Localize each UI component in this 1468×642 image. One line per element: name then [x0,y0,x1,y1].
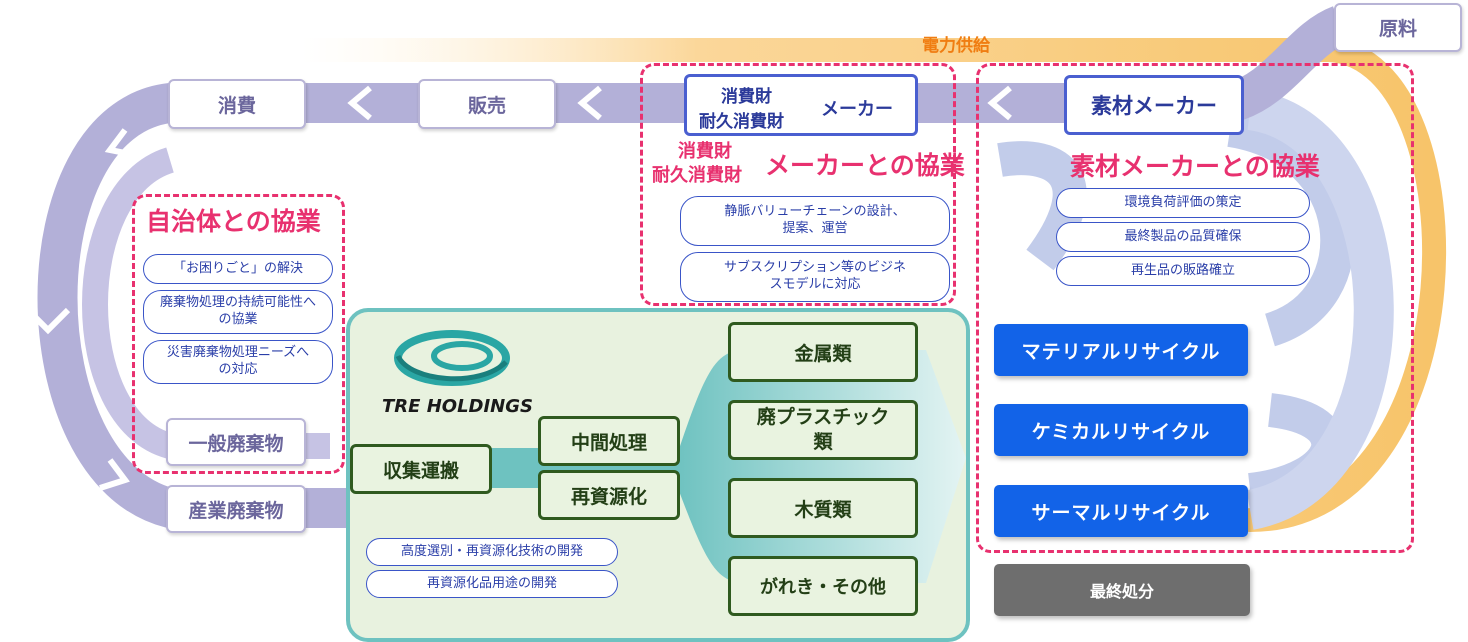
material-collab-item: 環境負荷評価の策定 [1056,188,1310,218]
consumption-label: 消費 [217,94,256,117]
municipal-collab-frame [132,194,345,474]
general-waste-box: 一般廃棄物 [166,418,306,466]
inner-loop [82,147,330,459]
thermal-recycling-label: サーマルリサイクル [1031,501,1211,524]
tre-dev-item: 高度選別・再資源化技術の開発 [366,538,618,566]
consumer-collab-title-line2: 耐久消費財 [652,165,742,186]
final-disposal-label: 最終処分 [1089,582,1154,601]
consumer-maker-line1: 消費財 [721,87,772,107]
municipal-item: 「お困りごと」の解決 [143,254,333,284]
collection-transport-label: 収集運搬 [382,459,459,482]
material-metal-box: 金属類 [728,322,918,382]
flow-chevrons [25,85,1012,491]
material-collab-item: 最終製品の品質確保 [1056,222,1310,252]
thermal-recycling-box: サーマルリサイクル [994,485,1248,537]
collection-transport-box: 収集運搬 [350,444,492,494]
power-supply-band [288,38,1447,532]
material-recycling-box: マテリアルリサイクル [994,324,1248,376]
general-waste-label: 一般廃棄物 [188,432,284,455]
recycling-label: 再資源化 [570,485,647,508]
material-maker-box: 素材メーカー [1064,75,1244,135]
industrial-waste-box: 産業廃棄物 [166,485,306,533]
material-wood-box: 木質類 [728,478,918,538]
material-plastic-box: 廃プラスチック類 [728,400,918,460]
material-recycling-label: マテリアルリサイクル [1021,340,1221,363]
intermediate-treatment-label: 中間処理 [570,431,647,454]
material-collab-title: 素材メーカーとの協業 [1070,152,1320,181]
material-metal-label: 金属類 [794,342,852,365]
chemical-recycling-box: ケミカルリサイクル [994,404,1248,456]
consumer-collab-title-suffix: メーカーとの協業 [765,151,965,180]
material-rubble-box: がれき・その他 [728,556,918,616]
consumer-maker-box: 消費財 耐久消費財 メーカー [684,74,918,136]
intermediate-treatment-box: 中間処理 [538,416,680,466]
consumption-box: 消費 [168,79,306,129]
consumer-collab-item: サブスクリプション等のビジネスモデルに対応 [680,252,950,302]
material-plastic-label: 廃プラスチック類 [756,406,890,453]
consumer-collab-frame [640,63,956,306]
material-collab-frame [976,63,1414,553]
chemical-recycling-label: ケミカルリサイクル [1031,420,1211,443]
material-rubble-label: がれき・その他 [760,577,886,598]
municipal-item: 廃棄物処理の持続可能性への協業 [143,290,333,334]
tre-dev-item: 再資源化品用途の開発 [366,570,618,598]
municipal-collab-title: 自治体との協業 [146,207,321,236]
consumer-collab-title-line1: 消費財 [678,141,732,162]
industrial-waste-label: 産業廃棄物 [188,499,284,522]
material-wood-label: 木質類 [794,498,852,521]
municipal-item: 災害廃棄物処理ニーズへの対応 [143,340,333,384]
material-collab-item: 再生品の販路確立 [1056,256,1310,286]
raw-material-box: 原料 [1334,3,1462,52]
tre-logo-text: TRE HOLDINGS [382,396,533,417]
sales-label: 販売 [467,94,506,117]
final-disposal-box: 最終処分 [994,564,1250,616]
sales-box: 販売 [418,79,556,129]
consumer-collab-item: 静脈バリューチェーンの設計、提案、運営 [680,196,950,246]
tre-branch-fan [676,350,966,583]
consumer-maker-line2: 耐久消費財 [699,112,784,132]
recycling-box: 再資源化 [538,470,680,520]
raw-material-label: 原料 [1378,18,1417,40]
power-supply-label: 電力供給 [922,36,990,56]
consumer-maker-suffix: メーカー [821,99,893,120]
material-cycle-outer [1245,90,1394,530]
tre-logo-icon [394,330,510,386]
material-maker-label: 素材メーカー [1091,94,1217,118]
